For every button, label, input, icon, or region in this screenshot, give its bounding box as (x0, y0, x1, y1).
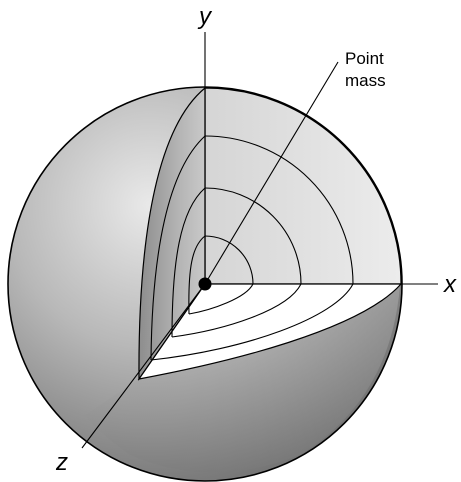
sphere-lower-shading (85, 286, 400, 473)
annotation-line-2: mass (345, 71, 386, 90)
point-mass-dot (198, 277, 212, 291)
annotation-line-1: Point (345, 49, 384, 68)
axes (81, 32, 438, 449)
side-face-shells (150, 135, 206, 361)
y-axis-label: y (197, 3, 213, 30)
x-axis-label: x (443, 271, 457, 298)
annotation-leader-line (204, 61, 339, 285)
back-face-shells (204, 135, 354, 285)
back-cut-face (204, 87, 402, 285)
horizontal-face-shells (150, 283, 354, 361)
z-axis-line (81, 283, 206, 449)
z-axis-label: z (55, 449, 68, 476)
horizontal-cut-face (137, 283, 403, 380)
